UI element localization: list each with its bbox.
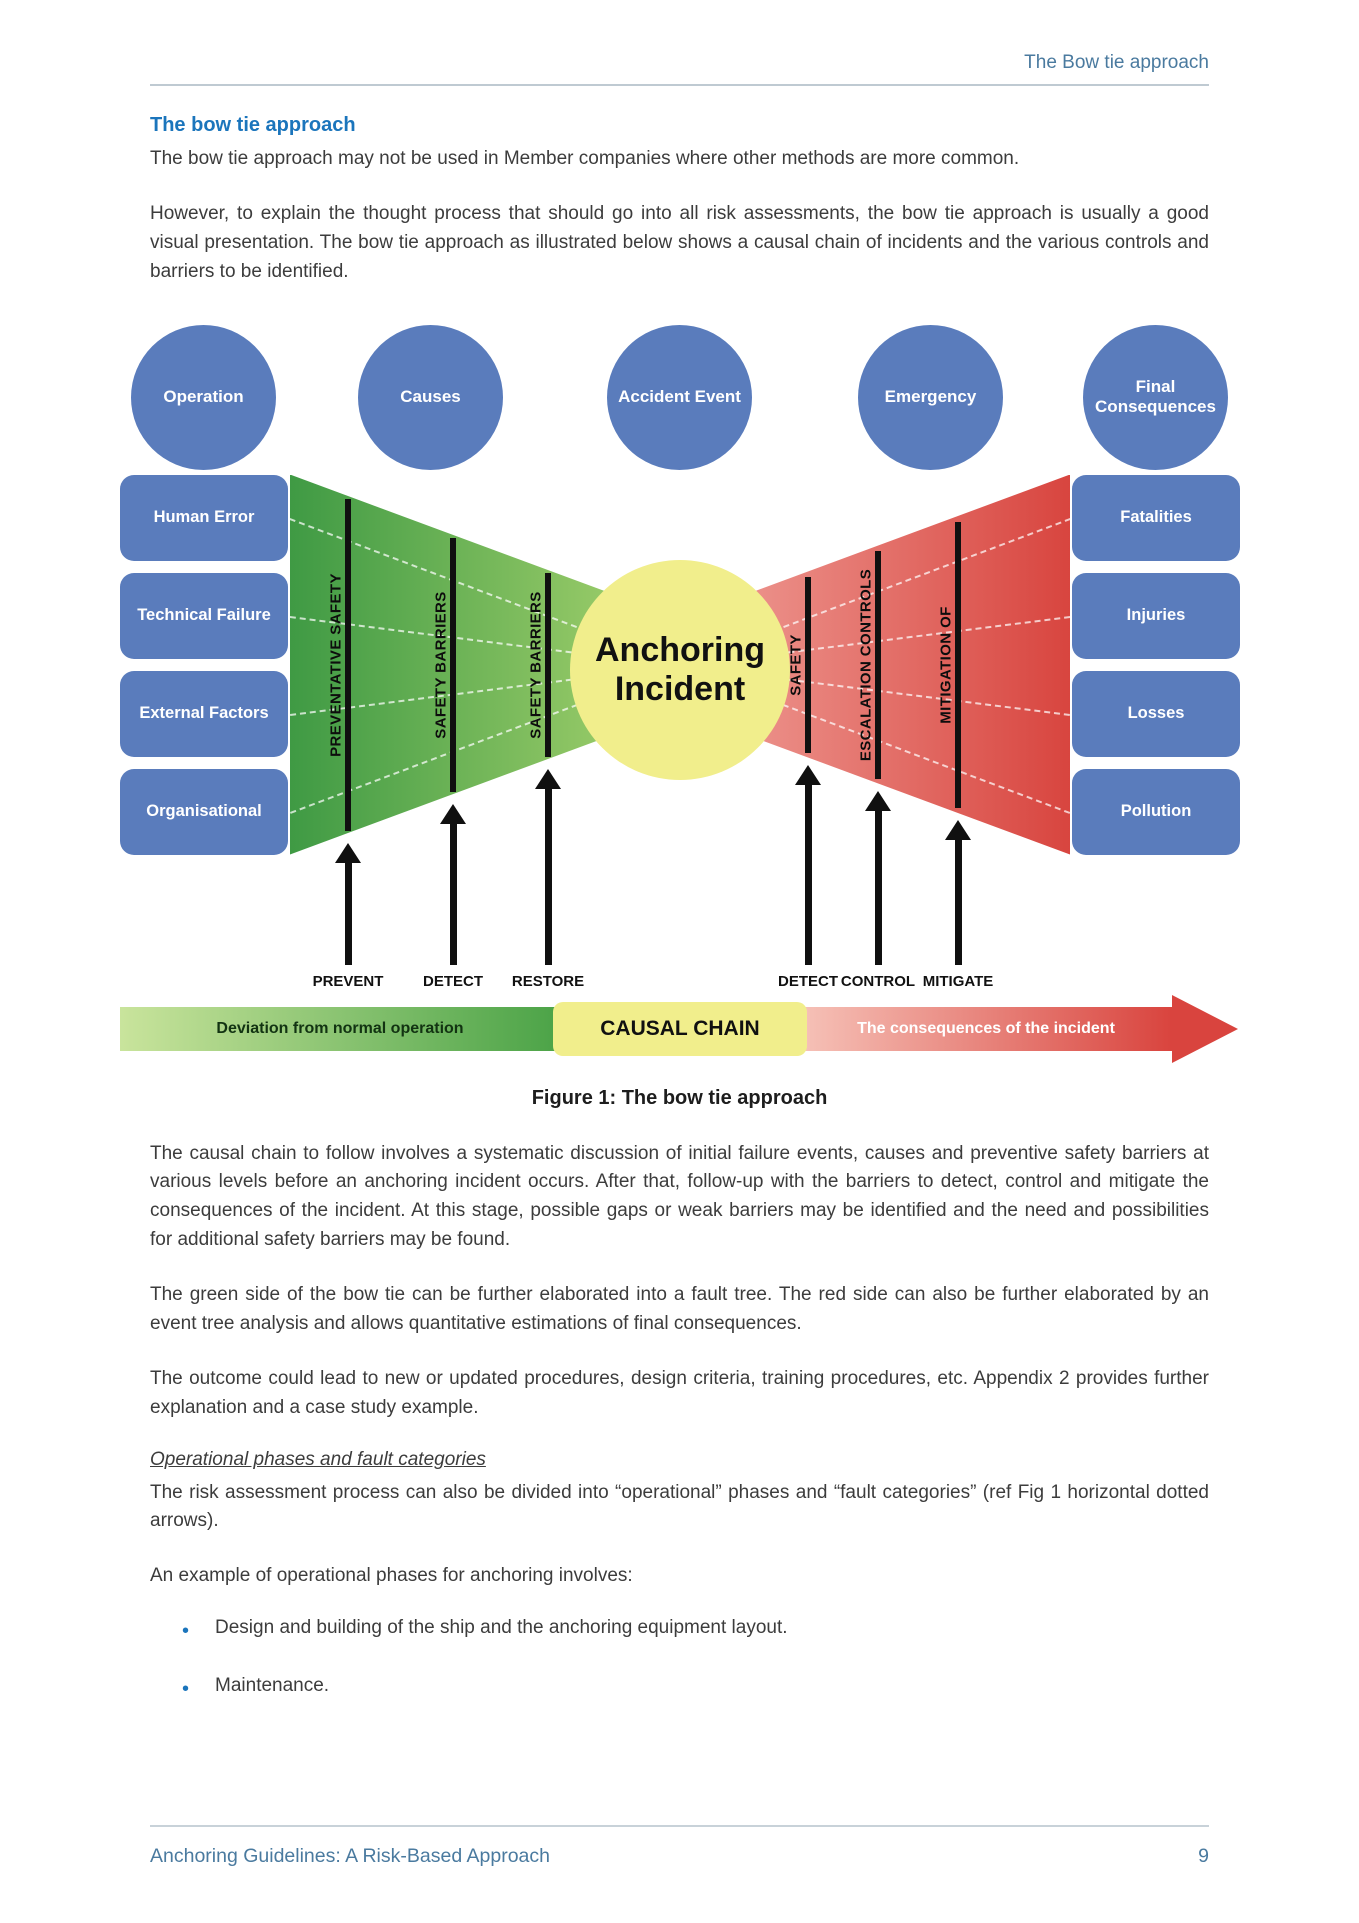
deviation-bar: Deviation from normal operation (120, 1006, 560, 1051)
barrier-safety: SAFETY (788, 576, 811, 753)
arrow-stem (804, 784, 812, 965)
consequences-bar-label: The consequences of the incident (857, 1019, 1115, 1037)
stage-circle-accident-event: Accident Event (607, 324, 752, 470)
consequences-bar: The consequences of the incident (800, 1006, 1172, 1051)
control-arrow (865, 790, 891, 965)
anchoring-incident-node: Anchoring Incident (570, 559, 790, 780)
running-header: The Bow tie approach (150, 0, 1209, 74)
arrow-head (335, 842, 361, 863)
prevent-arrow (335, 842, 361, 965)
cause-box-organisational: Organisational (120, 768, 288, 855)
consequence-label: Injuries (1126, 606, 1186, 625)
paragraph-intro: The bow tie approach may not be used in … (150, 148, 1020, 169)
arrow-stem (344, 862, 352, 965)
consequence-box-losses: Losses (1072, 670, 1240, 757)
stage-label: Causes (400, 386, 461, 406)
barrier-escalation-controls: ESCALATION CONTROLS (858, 550, 881, 779)
barrier-preventative-safety: PREVENTATIVE SAFETY (328, 498, 351, 831)
list-item-text: Maintenance. (215, 1675, 330, 1697)
consequence-label: Losses (1127, 704, 1185, 723)
paragraph-causal-chain: The causal chain to follow involves a sy… (150, 1142, 1209, 1251)
list-item: • Design and building of the ship and th… (182, 1617, 1209, 1645)
detect-arrow-left (440, 803, 466, 965)
arrow-head (535, 768, 561, 789)
arrow-stem (544, 788, 552, 965)
cause-label: External Factors (139, 704, 269, 723)
barrier-safety-barriers-2: SAFETY BARRIERS (528, 572, 551, 757)
stage-circle-emergency: Emergency (858, 324, 1003, 470)
arrow-label-detect-right: DETECT (778, 972, 838, 990)
barrier-label: PREVENTATIVE SAFETY (327, 572, 345, 757)
bowtie-diagram: Operation Causes Accident Event Emergenc… (120, 324, 1240, 1067)
paragraph-explanation: However, to explain the thought process … (150, 202, 1209, 282)
consequence-box-injuries: Injuries (1072, 572, 1240, 659)
consequence-box-pollution: Pollution (1072, 768, 1240, 855)
section-heading: The bow tie approach (150, 114, 356, 136)
stage-label: Emergency (884, 386, 977, 406)
stage-label: Accident Event (618, 386, 741, 406)
page-content: The bow tie approach The bow tie approac… (120, 86, 1240, 1733)
bullet-icon: • (182, 1678, 190, 1701)
arrow-label-restore: RESTORE (511, 972, 585, 990)
barrier-label: SAFETY (787, 633, 805, 696)
header-rule (150, 84, 1209, 86)
cause-label: Human Error (153, 508, 255, 527)
cause-box-technical-failure: Technical Failure (120, 572, 288, 659)
paragraph-outcome: The outcome could lead to new or updated… (150, 1367, 1209, 1418)
arrow-stem (449, 823, 457, 965)
cause-label: Organisational (146, 802, 262, 821)
subheading-operational-phases: Operational phases and fault categories (150, 1448, 486, 1470)
restore-arrow (535, 768, 561, 965)
arrow-head (865, 790, 891, 811)
barrier-label: ESCALATION CONTROLS (857, 568, 875, 761)
barrier-label: SAFETY BARRIERS (527, 590, 545, 739)
figure-caption: Figure 1: The bow tie approach (531, 1086, 828, 1109)
detect-arrow-right (795, 764, 821, 965)
stage-label: Final Consequences (1095, 376, 1216, 416)
event-label: Anchoring Incident (595, 631, 765, 708)
barrier-safety-barriers-1: SAFETY BARRIERS (433, 537, 456, 792)
consequences-arrow-head (1172, 994, 1238, 1063)
consequence-box-fatalities: Fatalities (1072, 474, 1240, 561)
stage-circle-causes: Causes (358, 324, 503, 470)
bullet-icon: • (182, 1620, 190, 1643)
paragraph-example-intro: An example of operational phases for anc… (150, 1565, 633, 1587)
arrow-label-control: CONTROL (840, 972, 916, 990)
cause-label: Technical Failure (137, 606, 271, 625)
stage-circle-operation: Operation (131, 324, 276, 470)
arrow-stem (954, 839, 962, 965)
page-footer: Anchoring Guidelines: A Risk-Based Appro… (150, 1825, 1209, 1868)
running-title: The Bow tie approach (1024, 52, 1209, 73)
page-number: 9 (1198, 1845, 1209, 1867)
arrow-label-prevent: PREVENT (312, 972, 384, 990)
footer-title: Anchoring Guidelines: A Risk-Based Appro… (150, 1845, 550, 1867)
cause-box-external-factors: External Factors (120, 670, 288, 757)
paragraph-risk-assessment: The risk assessment process can also be … (150, 1481, 1209, 1532)
causal-chain-label: CAUSAL CHAIN (600, 1016, 760, 1040)
barrier-mitigation-of: MITIGATION OF (938, 521, 961, 808)
mitigate-arrow (945, 819, 971, 965)
barrier-label: MITIGATION OF (937, 605, 955, 724)
causal-chain-badge: CAUSAL CHAIN (553, 1001, 807, 1056)
paragraph-green-red: The green side of the bow tie can be fur… (150, 1284, 1209, 1334)
arrow-head (795, 764, 821, 785)
arrow-head (440, 803, 466, 824)
consequence-label: Fatalities (1120, 508, 1192, 527)
arrow-label-mitigate: MITIGATE (922, 972, 994, 990)
arrow-stem (874, 810, 882, 965)
list-item-text: Design and building of the ship and the … (215, 1617, 788, 1639)
stage-label: Operation (163, 386, 244, 406)
cause-box-human-error: Human Error (120, 474, 288, 561)
stage-circle-final-consequences: Final Consequences (1083, 324, 1228, 470)
deviation-bar-label: Deviation from normal operation (216, 1019, 464, 1037)
arrow-head (945, 819, 971, 840)
barrier-label: SAFETY BARRIERS (432, 590, 450, 739)
arrow-label-detect-left: DETECT (423, 972, 483, 990)
list-item: • Maintenance. (182, 1675, 1209, 1703)
consequence-label: Pollution (1120, 802, 1192, 821)
